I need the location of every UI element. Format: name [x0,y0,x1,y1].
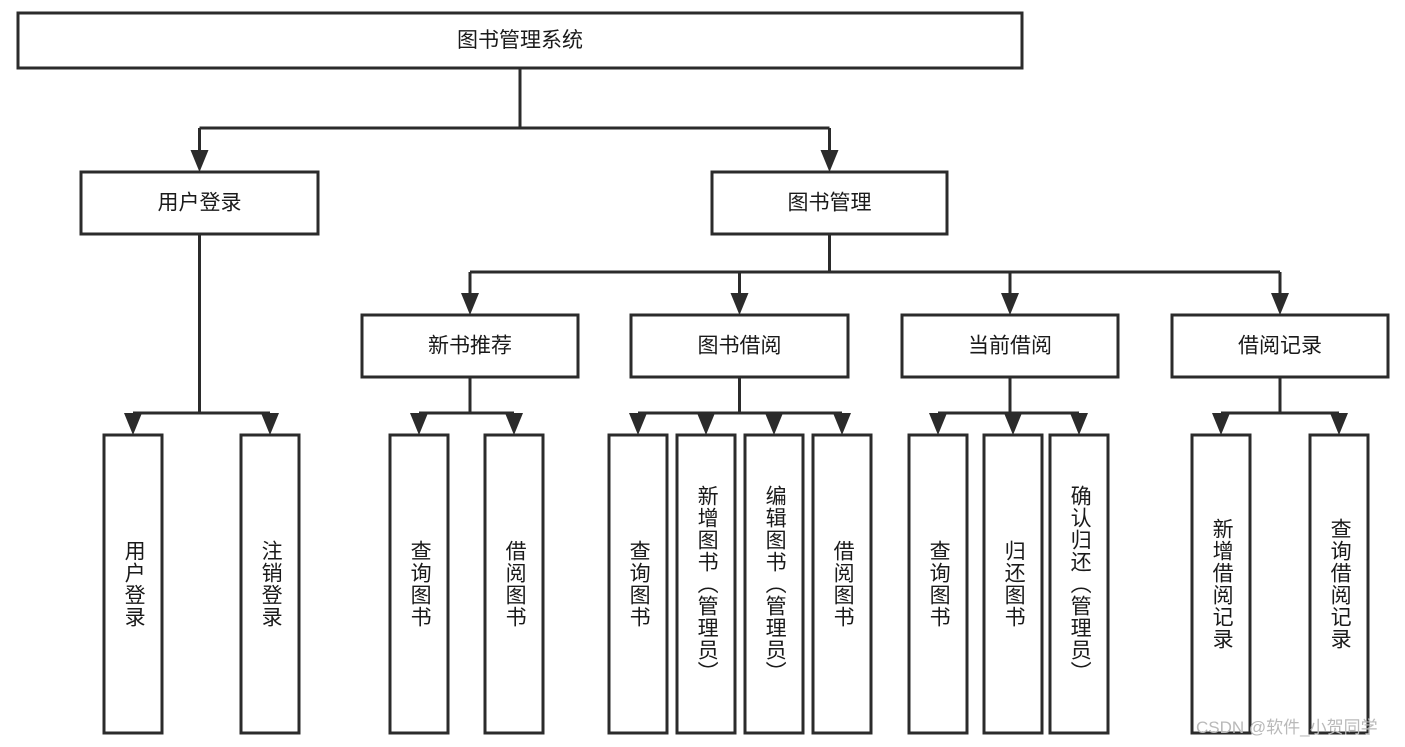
node-leaf-confirm-return-box[interactable] [1048,433,1110,735]
node-leaf-add-book-box[interactable] [675,433,737,735]
arrow-head-icon-level1-1 [820,150,839,172]
node-current-borrow-label: 当前借阅 [968,335,1052,358]
node-leaf-borrow-book-1-box[interactable] [483,433,545,735]
arrow-head-icon-leaf-query-book-2 [629,413,647,435]
node-user-login-label: 用户登录 [158,192,242,215]
arrow-head-icon-leaf-borrow-book-1 [505,413,523,435]
arrow-head-icon-level2-0 [461,293,479,315]
node-current-borrow-box[interactable] [900,313,1120,379]
node-leaf-user-login-box[interactable] [102,433,164,735]
node-user-login-box[interactable] [79,170,320,236]
node-leaf-borrow-book-2-box[interactable] [811,433,873,735]
arrow-head-icon-leaf-edit-book [765,413,783,435]
node-leaf-edit-book-box[interactable] [743,433,805,735]
node-leaf-query-book-1-box[interactable] [388,433,450,735]
arrow-head-icon-leaf-user-login [124,413,142,435]
node-root-label: 图书管理系统 [457,29,583,52]
arrow-head-icon-leaf-add-record [1212,413,1230,435]
node-book-manage-label: 图书管理 [788,192,872,215]
node-leaf-add-record-box[interactable] [1190,433,1252,735]
node-leaf-query-book-2-box[interactable] [607,433,669,735]
node-leaf-return-book-box[interactable] [982,433,1044,735]
node-book-manage-box[interactable] [710,170,949,236]
arrow-head-icon-leaf-query-book-1 [410,413,428,435]
arrow-head-icon-leaf-add-book [697,413,715,435]
arrow-head-icon-leaf-borrow-book-2 [833,413,851,435]
node-new-book-rec-box[interactable] [360,313,580,379]
arrow-head-icon-leaf-query-record [1330,413,1348,435]
arrow-head-icon-leaf-logout [261,413,279,435]
node-leaf-logout-box[interactable] [239,433,301,735]
node-book-borrow-label: 图书借阅 [698,335,782,358]
arrow-head-icon-leaf-confirm-return [1070,413,1088,435]
node-leaf-query-book-3-box[interactable] [907,433,969,735]
node-boxes-layer [16,11,1390,735]
connectors-layer [124,68,1348,435]
watermark-text: CSDN @软件_小贺同学 [1196,718,1378,737]
arrow-head-icon-level1-0 [190,150,209,172]
arrow-head-icon-leaf-query-book-3 [929,413,947,435]
node-borrow-record-label: 借阅记录 [1238,335,1322,358]
arrow-head-icon-leaf-return-book [1004,413,1022,435]
arrow-head-icon-level2-2 [1001,293,1019,315]
node-leaf-query-record-box[interactable] [1308,433,1370,735]
node-borrow-record-box[interactable] [1170,313,1390,379]
arrow-head-icon-level2-3 [1271,293,1289,315]
node-new-book-rec-label: 新书推荐 [428,335,512,358]
node-root-box[interactable] [16,11,1024,70]
node-book-borrow-box[interactable] [629,313,850,379]
arrow-head-icon-level2-1 [730,293,749,315]
